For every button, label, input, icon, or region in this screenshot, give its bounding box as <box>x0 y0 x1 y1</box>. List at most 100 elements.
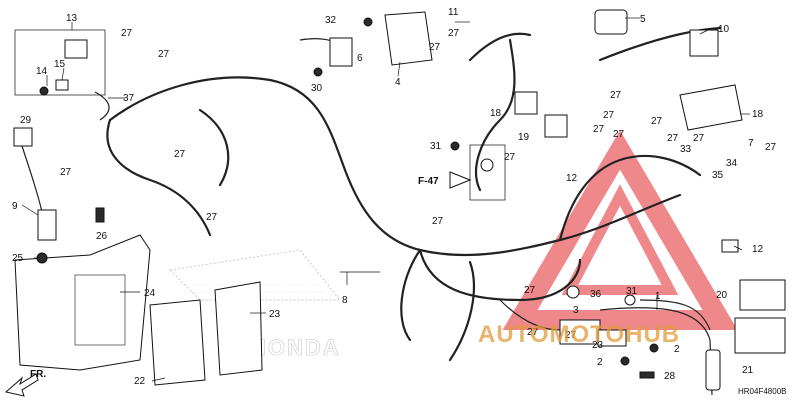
callout-12: 12 <box>752 244 764 255</box>
callout-21: 23 <box>269 309 281 320</box>
callout-27-d: 27 <box>60 167 72 178</box>
honda-brand-text: HONDA <box>250 335 341 360</box>
watermark-text: AUTOMOTOHUB <box>478 321 680 348</box>
callout-27-b: 27 <box>158 49 170 60</box>
part-37-band <box>94 91 110 121</box>
callout-27-m: 27 <box>765 142 777 153</box>
part-16-collar <box>55 79 69 91</box>
callout-5: 5 <box>640 14 646 25</box>
callout-22: 22 <box>134 376 146 387</box>
callout-27-l: 27 <box>693 133 705 144</box>
callout-11: 11 <box>448 7 459 18</box>
front-arrow: FR. <box>4 369 46 397</box>
callout-2-a: 2 <box>674 344 680 355</box>
callout-19: 20 <box>716 290 728 301</box>
callout-27-h: 27 <box>593 124 605 135</box>
f47-arrow <box>449 171 472 189</box>
callout-14: 13 <box>66 13 78 24</box>
callout-27-r: 27 <box>565 330 577 341</box>
callout-36: 36 <box>590 289 602 300</box>
callout-27-s: 27 <box>613 129 625 140</box>
part-18a-relay <box>514 91 538 115</box>
callout-17: 18 <box>752 109 764 120</box>
callout-6: 6 <box>357 53 363 64</box>
part-19-unit <box>739 279 786 311</box>
honda-wing-mark: HONDA <box>168 249 342 360</box>
part-6-relay <box>329 37 353 67</box>
callout-28: 28 <box>664 371 676 382</box>
part-31-clip <box>624 294 636 306</box>
callout-30-b: 31 <box>430 141 442 152</box>
callout-29: 29 <box>20 115 32 126</box>
callout-35: 35 <box>712 170 724 181</box>
part-5-cap <box>594 9 628 35</box>
callout-23: 23 <box>592 340 604 351</box>
callout-32: 32 <box>325 15 337 26</box>
callout-27-k: 27 <box>667 133 679 144</box>
part-15-bolt <box>39 86 49 96</box>
watermark-triangle-outer <box>502 130 738 330</box>
diagram-code: HR04F4800B <box>738 387 786 396</box>
callout-37: 37 <box>123 93 135 104</box>
callout-16: 15 <box>54 59 66 70</box>
part-14-group-box <box>14 29 106 96</box>
callout-27-n: 27 <box>504 152 516 163</box>
callout-24: 24 <box>144 288 156 299</box>
callout-10: 10 <box>718 24 730 35</box>
callout-33: 33 <box>680 144 692 155</box>
part-21-ecu <box>214 281 263 376</box>
part-9-sensor <box>37 209 57 241</box>
part-32-bolt <box>363 17 373 27</box>
callout-18-a: 18 <box>490 108 502 119</box>
part-20-unit <box>734 317 786 354</box>
callout-7: 7 <box>748 138 754 149</box>
callout-13: 12 <box>566 173 578 184</box>
callout-27-j: 27 <box>651 116 663 127</box>
callout-27-c: 27 <box>174 149 186 160</box>
watermark-triangle-inner <box>561 184 679 295</box>
part-28-bolt <box>639 371 655 379</box>
callout-27-g: 27 <box>448 28 460 39</box>
part-22-bracket <box>149 299 206 386</box>
callout-18-b: 19 <box>518 132 530 143</box>
callout-9: 9 <box>12 201 18 212</box>
callouts: 13 14 15 29 37 27 27 27 27 27 9 26 25 24… <box>12 7 777 387</box>
callout-26: 26 <box>96 231 108 242</box>
front-label: FR. <box>30 369 46 380</box>
part-1-boot <box>705 349 721 391</box>
callout-27-a: 27 <box>121 28 133 39</box>
part-36-grommet <box>566 285 580 299</box>
part-23-cover <box>597 329 627 347</box>
part-18b-relay <box>544 114 568 138</box>
callout-4: 4 <box>395 77 401 88</box>
f47-part <box>480 158 494 172</box>
part-10-connector <box>689 29 719 57</box>
part-12-connector <box>721 239 739 253</box>
part-30b-bolt <box>450 141 460 151</box>
part-2a-nut <box>649 343 659 353</box>
front-arrow-icon <box>4 373 39 397</box>
callout-27-i: 27 <box>610 90 622 101</box>
part-26-bolt <box>95 207 105 223</box>
part-3-plate <box>559 319 601 345</box>
callout-27-t: 27 <box>603 110 615 121</box>
part-17-fuse-box <box>679 84 743 131</box>
part-24-grille <box>74 274 126 346</box>
callout-30-a: 30 <box>311 83 323 94</box>
parts <box>13 9 786 396</box>
part-1-cable <box>599 307 713 396</box>
callout-27-p: 27 <box>524 285 536 296</box>
callout-31: 31 <box>626 286 638 297</box>
part-29-connector <box>13 127 33 147</box>
callout-27-o: 27 <box>432 216 444 227</box>
f47-reference-box <box>469 144 506 201</box>
callout-25: 25 <box>12 253 24 264</box>
reference-f47: F-47 <box>418 176 439 187</box>
part-2b-nut <box>620 356 630 366</box>
callout-27-e: 27 <box>206 212 218 223</box>
callout-27-q: 27 <box>527 327 539 338</box>
part-30a-bolt <box>313 67 323 77</box>
part-25-bolt <box>36 252 48 264</box>
callout-1: 1 <box>655 291 661 302</box>
